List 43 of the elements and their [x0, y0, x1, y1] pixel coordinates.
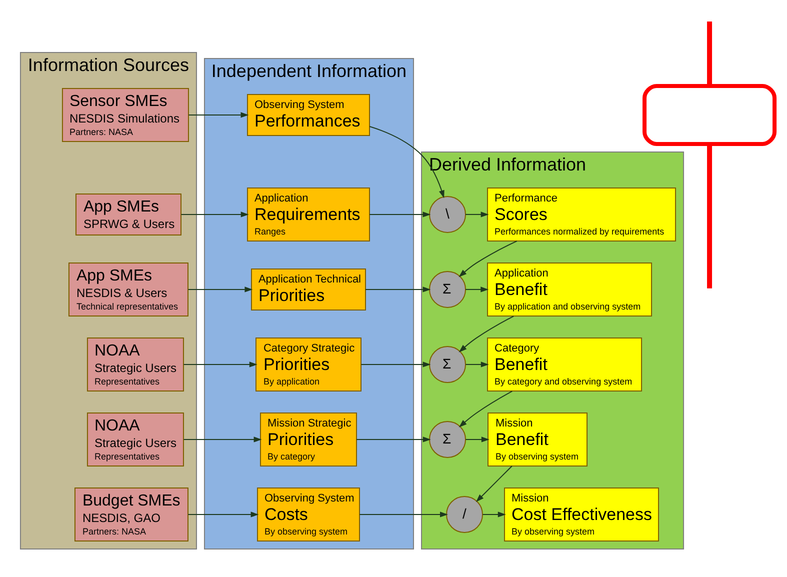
- node-box: Observing System Costs By observing system: [256, 488, 360, 542]
- arrow: [369, 126, 444, 198]
- node-box: App SMEs SPRWG & Users: [75, 193, 182, 236]
- node-box: Budget SMEs NESDIS, GAO Partners: NASA: [74, 488, 188, 542]
- node-box: Mission Benefit By observing system: [488, 412, 588, 466]
- arrow: [356, 436, 431, 442]
- node-box: [642, 84, 777, 146]
- node-box: Category Strategic Priorities By application: [255, 337, 362, 392]
- node-circle: /: [446, 496, 483, 533]
- connector: [707, 22, 712, 86]
- node-box: Category Benefit By category and observing system: [487, 337, 642, 392]
- arrow: [476, 466, 512, 502]
- node-box: Mission Cost Effectiveness By observing system: [504, 488, 660, 542]
- node-box: Application Technical Priorities: [250, 268, 366, 310]
- arrow: [465, 212, 489, 218]
- arrow: [360, 362, 431, 368]
- arrow: [458, 390, 513, 428]
- node-box: Mission Strategic Priorities By category: [260, 412, 357, 466]
- arrow: [465, 362, 489, 368]
- arrow: [359, 512, 448, 518]
- node-circle: \: [429, 196, 466, 233]
- arrow: [188, 286, 253, 292]
- arrow: [465, 286, 489, 292]
- node-box: Application Requirements Ranges: [246, 187, 370, 242]
- node-box: NOAA Strategic Users Representatives: [86, 412, 184, 466]
- connector: [707, 144, 712, 288]
- arrow: [188, 112, 249, 118]
- arrow: [183, 362, 258, 368]
- node-box: Sensor SMEs NESDIS Simulations Partners: NASA: [62, 88, 189, 142]
- arrow: [365, 286, 431, 292]
- node-box: Observing System Performances: [246, 94, 370, 136]
- arrow: [183, 436, 262, 442]
- arrow: [482, 512, 506, 518]
- node-box: App SMEs NESDIS & Users Technical representatives: [68, 262, 188, 316]
- arrow: [458, 316, 514, 352]
- arrow: [465, 436, 490, 442]
- node-box: NOAA Strategic Users Representatives: [86, 337, 184, 392]
- node-box: Application Benefit By application and observing system: [487, 262, 652, 316]
- arrow: [180, 212, 249, 218]
- arrow: [458, 240, 518, 278]
- arrow: [369, 212, 431, 218]
- arrow: [188, 512, 259, 518]
- node-box: Performance Scores Performances normalized by requirements: [487, 187, 676, 242]
